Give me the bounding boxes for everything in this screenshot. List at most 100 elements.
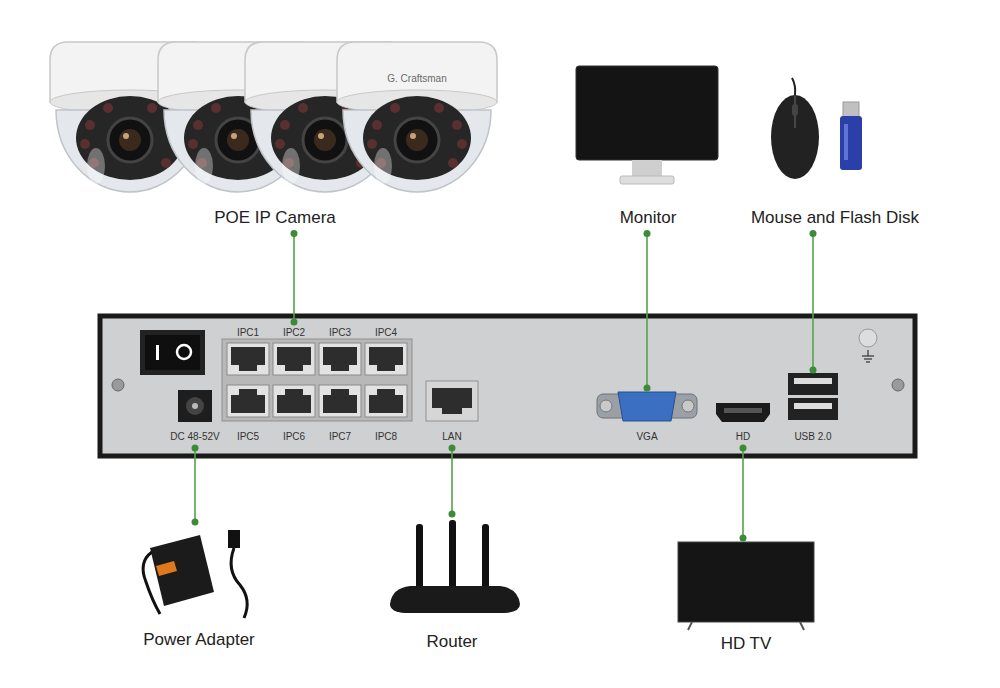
lan-port: [426, 381, 478, 421]
poe-ports-part-part: [369, 389, 403, 413]
poe-ports-part-part: [277, 347, 311, 371]
port-label: DC 48-52V: [170, 431, 219, 443]
lan-port-part: [432, 388, 472, 414]
power-switch-part: [156, 345, 159, 360]
flash-disk-art-part: [843, 102, 859, 118]
dc-jack-part: [186, 397, 204, 415]
power-adapter-art-part: [143, 552, 160, 614]
poe-ports-part: [222, 339, 412, 421]
device-mouse-flash: Mouse and Flash Disk: [746, 88, 925, 233]
port-vga: VGA: [597, 388, 697, 448]
port-dc: DC 48-52V: [165, 388, 225, 448]
flash-disk-art: [840, 102, 862, 170]
poe-ports-part-part: [277, 389, 311, 413]
port-label: IPC3: [329, 327, 351, 339]
poe-ports-part-part: [273, 343, 315, 375]
vga-port: [597, 392, 697, 421]
device-monitor: Monitor: [573, 60, 723, 233]
ground-symbol-part: [859, 329, 877, 347]
vga-port-part: [600, 400, 612, 412]
monitor-art: [576, 66, 718, 184]
power-switch-part: [140, 330, 205, 375]
port-label: LAN: [442, 431, 461, 443]
device-caption: Router: [426, 632, 477, 652]
dc-jack-part: [192, 403, 198, 409]
flash-disk-art-part: [844, 124, 848, 160]
mouse-art-part: [792, 78, 795, 95]
mouse-art: [771, 78, 819, 179]
poe-ports-part-part: [227, 343, 269, 375]
ground-symbol: [859, 329, 877, 362]
poe-ports-part-part: [227, 385, 269, 417]
connector-line: [812, 233, 814, 370]
power-switch-part: [145, 335, 200, 370]
power-adapter-art-part: [231, 548, 247, 618]
device-camera: POE IP Camera: [48, 38, 503, 233]
tv-art-part: [678, 542, 814, 622]
usb-ports: [788, 373, 838, 420]
lan-port-part: [426, 381, 478, 421]
power-switch: [140, 330, 205, 375]
port-ipc: IPC7: [319, 384, 361, 448]
port-ipc: IPC5: [227, 384, 269, 448]
device-caption: Mouse and Flash Disk: [751, 208, 919, 228]
camera-group-part: [337, 42, 497, 192]
usb-ports-part: [794, 378, 832, 384]
nvr-panel-part: [112, 379, 124, 391]
poe-ports-part-part: [323, 347, 357, 371]
ground-symbol-part: [862, 355, 874, 356]
power-adapter-art: [143, 530, 247, 618]
camera-group: [50, 42, 497, 192]
router-art: [390, 520, 520, 613]
power-switch-part: [177, 345, 191, 359]
nvr-panel-part: [100, 316, 915, 456]
nvr-panel-part: [892, 379, 904, 391]
nvr-panel: [100, 316, 915, 456]
router-art-part: [416, 524, 423, 590]
port-ipc: IPC8: [365, 384, 407, 448]
poe-ports-part-part: [273, 385, 315, 417]
poe-ports-part-part: [365, 343, 407, 375]
hdmi-port-part: [716, 403, 770, 422]
poe-ports-part-part: [319, 385, 361, 417]
device-caption: POE IP Camera: [214, 208, 336, 228]
monitor-art-part: [620, 176, 674, 184]
poe-ports-part-part: [231, 347, 265, 371]
hdmi-port: [716, 403, 770, 422]
mouse-art-part: [771, 95, 819, 179]
brand-label: G. Craftsman: [387, 73, 446, 85]
device-router: Router: [382, 514, 522, 657]
port-label: IPC5: [237, 431, 259, 443]
poe-ports-part-part: [369, 347, 403, 371]
poe-ports-part: [227, 343, 407, 417]
router-art-part: [390, 586, 520, 613]
connector-line: [194, 448, 196, 522]
poe-ports-part-part: [231, 389, 265, 413]
connector-line: [742, 448, 744, 538]
connector-line: [646, 233, 648, 388]
power-adapter-art-part: [150, 535, 214, 606]
port-label: IPC8: [375, 431, 397, 443]
usb-ports-part: [788, 398, 838, 420]
tv-art-part: [800, 622, 804, 630]
port-label: IPC4: [375, 327, 397, 339]
hdmi-port-part: [724, 408, 762, 413]
usb-ports-part: [794, 403, 832, 409]
port-ipc: IPC1: [227, 322, 269, 384]
usb-ports-part: [788, 373, 838, 395]
monitor-art-part: [632, 160, 662, 177]
dc-jack-part: [178, 390, 212, 422]
device-tv: HD TV: [676, 538, 816, 659]
router-art-part: [482, 524, 489, 590]
flash-disk-art-part: [840, 116, 862, 170]
port-label: HD: [736, 431, 750, 443]
poe-ports-part-part: [323, 389, 357, 413]
poe-ports-part: [231, 347, 403, 413]
poe-ports: [222, 339, 412, 421]
port-hdmi: HD: [714, 400, 772, 448]
port-lan: LAN: [424, 379, 480, 448]
tv-art: [678, 542, 814, 630]
dc-jack: [178, 390, 212, 422]
